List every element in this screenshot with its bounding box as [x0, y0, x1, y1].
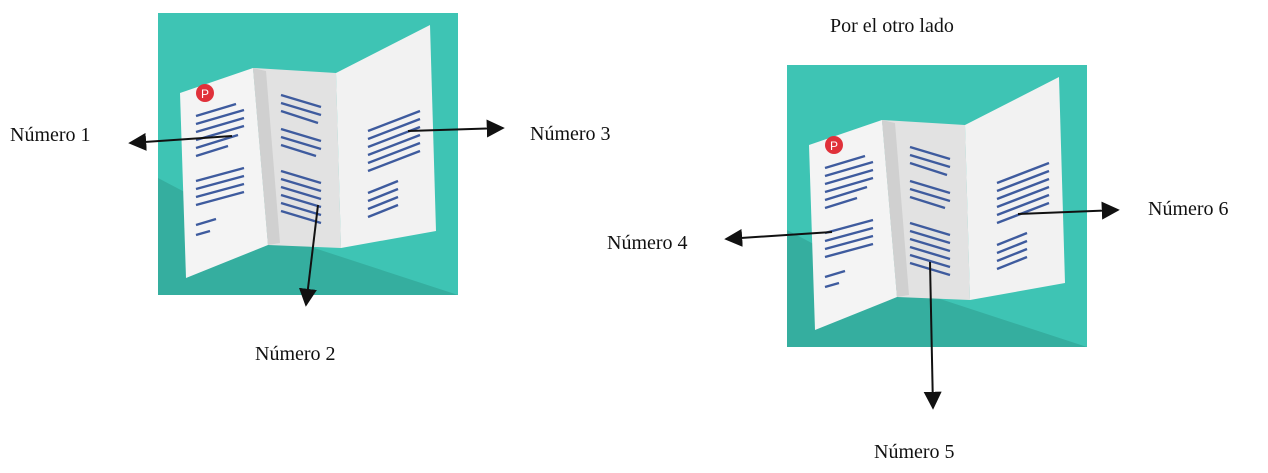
trifold-brochure-front-illustration: P — [158, 13, 458, 295]
brochure-logo-icon: P — [825, 136, 843, 154]
label-number-4: Número 4 — [607, 232, 688, 254]
floor-shadow — [787, 230, 1087, 347]
trifold-brochure-back-illustration: P — [787, 65, 1087, 347]
arrow-number-4 — [724, 228, 833, 247]
panel-right — [336, 25, 436, 248]
brochure-text-lines — [195, 93, 421, 237]
label-number-1: Número 1 — [10, 124, 91, 146]
fold-shadow — [882, 120, 909, 297]
label-number-6: Número 6 — [1148, 198, 1229, 220]
arrow-number-5 — [923, 261, 942, 410]
fold-shadow — [253, 68, 280, 245]
brochure-logo-icon: P — [196, 84, 214, 102]
panel-right — [965, 77, 1065, 300]
arrow-number-2 — [298, 204, 319, 307]
label-number-2: Número 2 — [255, 343, 336, 365]
label-number-5: Número 5 — [874, 441, 955, 463]
floor-shadow — [158, 178, 458, 295]
arrow-number-3 — [407, 119, 505, 138]
arrow-number-6 — [1017, 201, 1120, 220]
svg-text:P: P — [201, 87, 209, 101]
arrow-number-1 — [128, 132, 233, 151]
subtitle-other-side: Por el otro lado — [830, 15, 954, 37]
svg-text:P: P — [830, 139, 838, 153]
label-number-3: Número 3 — [530, 123, 611, 145]
